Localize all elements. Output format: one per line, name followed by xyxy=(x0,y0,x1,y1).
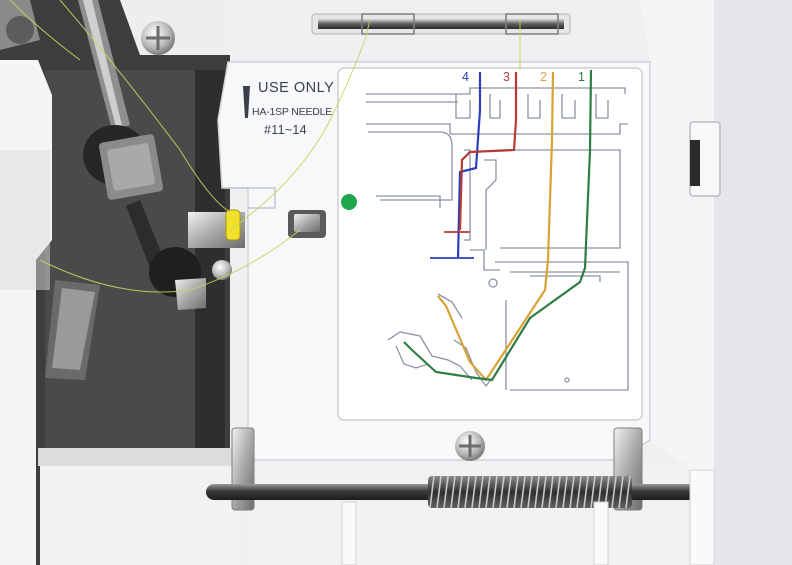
looper-link xyxy=(126,200,165,268)
thread-path-4 xyxy=(456,72,482,259)
right-housing-edge xyxy=(714,0,792,565)
guide-dot xyxy=(341,194,357,210)
spring-coils xyxy=(429,475,631,509)
needle-notice-line3: #11~14 xyxy=(264,123,307,137)
bed-rib-2 xyxy=(593,501,609,565)
lower-looper-face xyxy=(52,288,95,370)
thread-path-1 xyxy=(403,69,593,382)
needle-icon xyxy=(243,86,250,118)
thread-number-4: 4 xyxy=(462,70,469,84)
needle-notice-line1: USE ONLY xyxy=(258,80,335,96)
looper-arm-highlight xyxy=(83,0,122,127)
thread-number-2: 2 xyxy=(540,70,547,84)
thread-path-3 xyxy=(458,72,518,231)
loose-threads xyxy=(9,0,521,293)
yellow-tension-disc xyxy=(225,209,241,241)
looper-clamp-face xyxy=(107,143,155,191)
top-rail-clip-left xyxy=(361,13,415,35)
latch-slot-opening xyxy=(690,140,700,186)
panel-notch xyxy=(222,187,276,209)
threading-diagram-card xyxy=(337,67,643,421)
bed-rib-1 xyxy=(341,501,357,565)
left-frame-shade xyxy=(0,150,50,290)
bed-rib-3 xyxy=(689,469,715,565)
thread-number-3: 3 xyxy=(503,70,510,84)
needle-notice-line2: HA-1SP NEEDLE xyxy=(252,106,333,118)
thread-paths xyxy=(403,69,593,382)
guide-screw xyxy=(212,260,232,280)
thread-number-1: 1 xyxy=(578,70,585,84)
bottom-screw-slot xyxy=(459,435,481,457)
panel-thread-clip-face xyxy=(294,214,320,232)
top-rail-clip-right xyxy=(505,13,559,35)
thread-path-2 xyxy=(437,71,555,382)
top-left-bolt xyxy=(6,16,34,44)
bed-edge xyxy=(38,448,248,466)
thread-guide-clip xyxy=(175,278,206,310)
top-screw-slot xyxy=(146,26,170,50)
bed-plate xyxy=(40,466,240,565)
top-rail xyxy=(318,19,564,29)
